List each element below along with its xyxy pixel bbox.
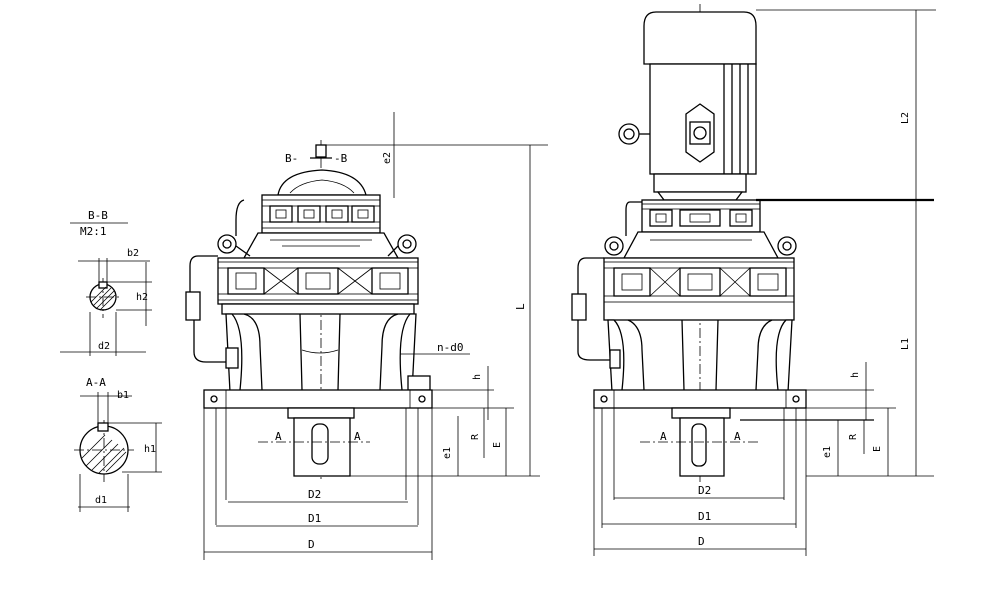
cut-bb-left: B-: [285, 152, 298, 165]
left-dim-e2: e2: [382, 152, 393, 164]
left-dim-ndo: n-d0: [437, 341, 464, 354]
left-dim-L: L: [514, 303, 527, 310]
right-dim-D: D: [698, 535, 705, 548]
section-bb-scale: M2:1: [80, 225, 107, 238]
dim-h1: h1: [144, 444, 156, 455]
cut-aa-right: A: [354, 430, 361, 443]
dim-h2: h2: [136, 292, 148, 303]
left-dim-D: D: [308, 538, 315, 551]
cut-aa-right-right-view: A: [734, 430, 741, 443]
right-dim-e1: e1: [822, 446, 833, 458]
dim-b1: b1: [117, 390, 129, 401]
dim-b2: b2: [127, 248, 139, 259]
right-dim-E: E: [872, 446, 883, 452]
dim-d2: d2: [98, 341, 110, 352]
left-dim-D2: D2: [308, 488, 321, 501]
left-dim-e1: e1: [442, 447, 453, 459]
section-aa-title: A-A: [86, 376, 106, 389]
cut-bb-right: -B: [334, 152, 348, 165]
oil-gauge: [185, 291, 201, 321]
terminal-box: [685, 103, 715, 163]
left-dim-E: E: [492, 442, 503, 448]
main-housing: [217, 257, 419, 305]
right-dim-L1: L1: [900, 338, 911, 350]
cut-aa-left-right-view: A: [660, 430, 667, 443]
left-dim-R: R: [470, 433, 481, 440]
detail-section-aa: A-A b1 h1 d1: [74, 376, 162, 512]
section-bb-title: B-B: [88, 209, 108, 222]
dim-d1: d1: [95, 495, 107, 506]
left-dimensions: D2 D1 D L e2 n-d0 h R E e1: [204, 112, 548, 553]
left-dim-D1: D1: [308, 512, 321, 525]
right-dimensions: D2 D1 D L2 L1 h R E e1: [594, 9, 936, 550]
left-dim-h: h: [472, 374, 483, 380]
right-reducer-motor: A A: [571, 4, 807, 556]
left-reducer: B- -B: [185, 140, 433, 560]
right-dim-R: R: [848, 433, 859, 440]
cut-aa-left: A: [275, 430, 282, 443]
right-dim-D2: D2: [698, 484, 711, 497]
shaft-key: [311, 423, 329, 465]
detail-section-bb: B-B M2:1 b2 h2 d2: [60, 209, 152, 356]
base-plate: [203, 389, 433, 409]
right-dim-L2: L2: [900, 112, 911, 124]
upper-housing: [261, 194, 381, 234]
right-dim-h: h: [850, 372, 861, 378]
motor-fan-cover: [643, 11, 757, 65]
right-dim-D1: D1: [698, 510, 711, 523]
